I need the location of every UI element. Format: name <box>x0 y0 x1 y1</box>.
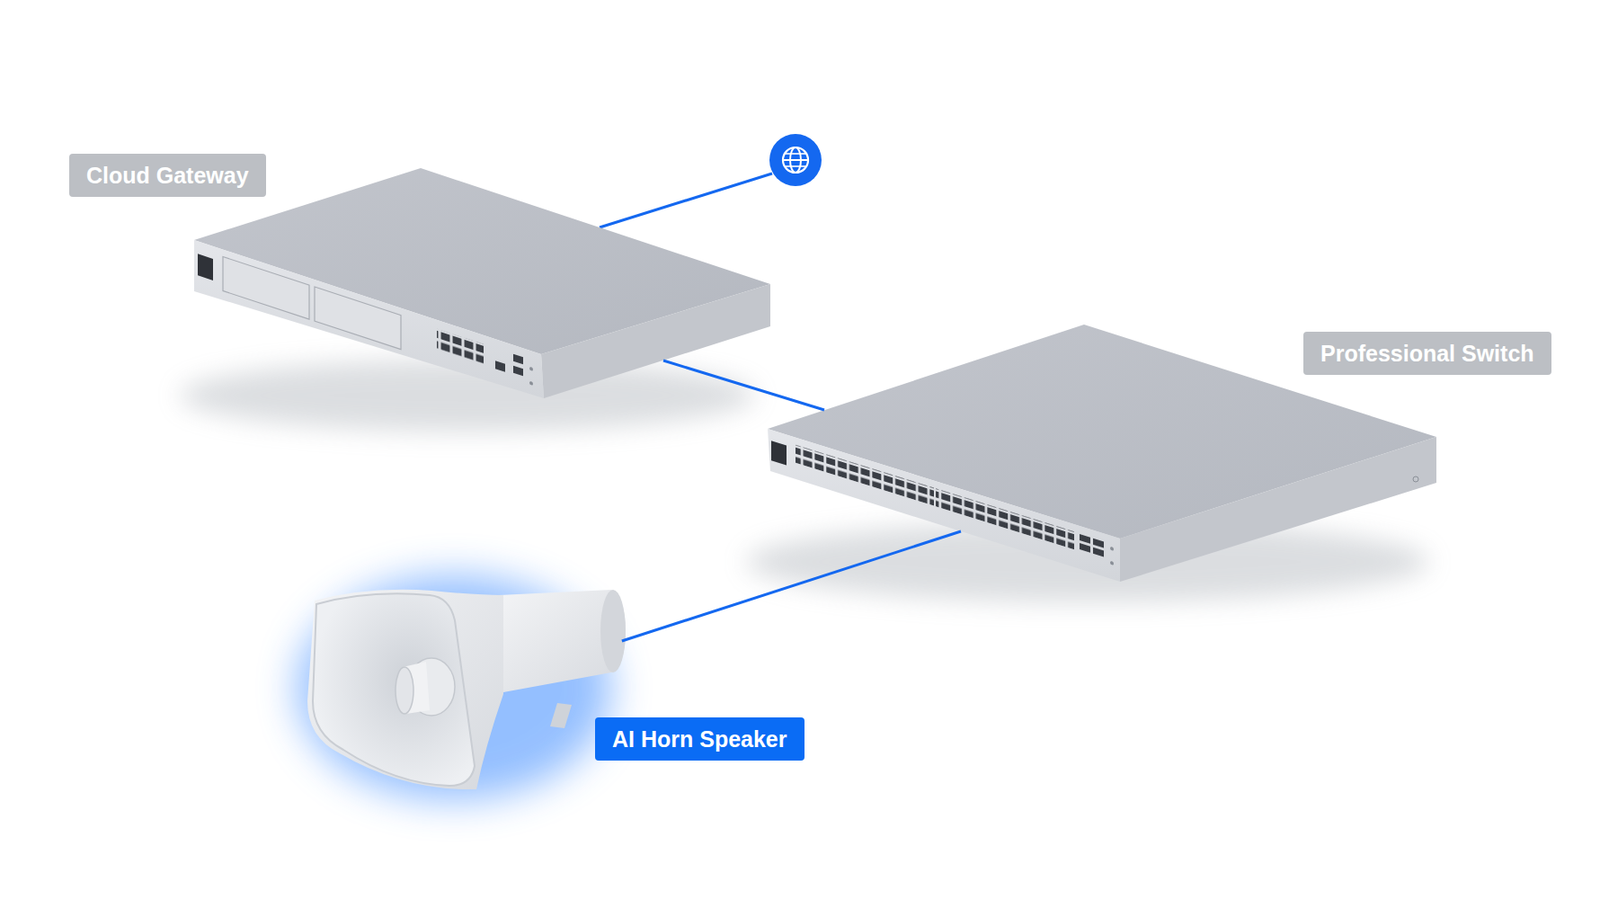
label-text: Cloud Gateway <box>86 161 249 189</box>
power-button <box>197 253 214 281</box>
screw <box>1413 476 1419 482</box>
port <box>495 360 506 373</box>
cable-line <box>622 531 961 641</box>
cable-line <box>663 360 825 410</box>
screw <box>1110 560 1114 566</box>
console-port <box>771 440 787 465</box>
network-cable <box>663 360 825 410</box>
switch-side <box>1120 436 1437 582</box>
port-grid <box>795 444 934 507</box>
device-label: AI Horn Speaker <box>595 717 805 761</box>
sfp-port <box>1079 533 1091 544</box>
sfp-port <box>1093 538 1104 549</box>
gateway-side <box>541 284 771 399</box>
switch-node: Professional Switch <box>765 322 1439 584</box>
switch-front-details <box>771 436 1114 568</box>
drive-bay <box>222 257 310 320</box>
internet-globe <box>769 133 822 187</box>
speaker-node: AI Horn Speaker <box>296 575 630 800</box>
screw <box>1110 546 1114 552</box>
sfp-port <box>1079 542 1091 553</box>
label-text: AI Horn Speaker <box>612 725 788 753</box>
speaker-phase-plug-tip <box>395 666 414 714</box>
globe-equator <box>782 159 809 161</box>
port <box>513 354 524 365</box>
gateway-front-details <box>197 248 534 393</box>
globe-circle <box>769 133 822 187</box>
speaker-bracket <box>550 702 572 729</box>
globe-latitude <box>785 152 806 155</box>
speaker-horn <box>307 589 504 790</box>
port-grid <box>935 488 1075 550</box>
device-label: Cloud Gateway <box>69 153 267 197</box>
screw <box>529 366 534 372</box>
switch-front <box>767 428 1120 582</box>
sfp-port <box>1093 547 1104 558</box>
port-grid <box>436 328 484 365</box>
drive-bay <box>314 286 401 350</box>
screw <box>529 381 534 386</box>
label-text: Professional Switch <box>1320 339 1535 367</box>
network-cable <box>622 531 961 641</box>
device-label: Professional Switch <box>1303 331 1552 375</box>
gateway-node: Cloud Gateway <box>191 168 774 400</box>
horn-speaker <box>296 575 626 800</box>
speaker-mouth <box>312 593 475 786</box>
port <box>513 365 524 377</box>
globe-outline <box>782 147 809 173</box>
internet-wire <box>599 173 773 228</box>
speaker-back <box>600 589 626 673</box>
gateway-front <box>194 240 544 399</box>
globe-latitude <box>785 165 806 168</box>
gateway-device <box>194 168 771 399</box>
speaker-body <box>498 589 626 693</box>
